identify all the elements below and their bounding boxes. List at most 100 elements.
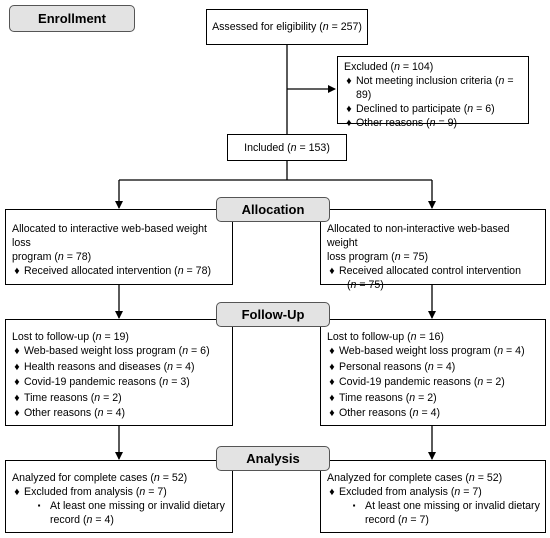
diamond-bullet-icon: ♦ bbox=[346, 117, 352, 129]
analysis-right-sub-cont: record (n = 7) bbox=[327, 513, 541, 527]
alloc-left-line2-suffix: = 78) bbox=[63, 251, 92, 263]
analysis-left-title-suffix: = 52) bbox=[159, 472, 188, 484]
diamond-bullet-icon: ♦ bbox=[329, 265, 335, 277]
follow-right-item-n: n bbox=[409, 391, 416, 404]
follow-right-item-n: n bbox=[497, 345, 504, 357]
stage-allocation-label: Allocation bbox=[241, 202, 305, 217]
analysis-right-excluded: ♦Excluded from analysis (n = 7) bbox=[327, 485, 541, 499]
follow-left-item-label: Web-based weight loss program ( bbox=[24, 345, 183, 357]
alloc-right-line1: Allocated to non-interactive web-based w… bbox=[327, 223, 510, 249]
excluded-box: Excluded (n = 104) ♦Not meeting inclusio… bbox=[337, 56, 529, 129]
diamond-bullet-icon: ♦ bbox=[329, 486, 335, 498]
alloc-right-item-line2-prefix: ( bbox=[347, 279, 351, 291]
analysis-right-sub: ▪At least one missing or invalid dietary bbox=[327, 499, 541, 513]
excluded-item-value: = 9) bbox=[435, 117, 458, 129]
follow-right-item-n: n bbox=[477, 376, 484, 388]
follow-left-title-prefix: Lost to follow-up ( bbox=[12, 331, 96, 343]
follow-right-item-value: = 4) bbox=[503, 345, 525, 357]
alloc-left-line2-prefix: program ( bbox=[12, 251, 58, 263]
diamond-bullet-icon: ♦ bbox=[329, 407, 335, 419]
analysis-left-title: Analyzed for complete cases (n = 52) bbox=[12, 471, 228, 485]
follow-left-item-label: Covid-19 pandemic reasons ( bbox=[24, 376, 163, 388]
excluded-item-n: n bbox=[429, 117, 436, 129]
alloc-left-line2: program (n = 78) bbox=[12, 250, 228, 264]
alloc-left-item-label: Received allocated intervention ( bbox=[24, 265, 178, 277]
excluded-item-inclusion: ♦Not meeting inclusion criteria (n = 89) bbox=[344, 74, 522, 102]
analysis-right-title-prefix: Analyzed for complete cases ( bbox=[327, 472, 469, 484]
follow-right-item-label: Personal reasons ( bbox=[339, 360, 428, 373]
analysis-left-excluded-value: = 7) bbox=[145, 486, 167, 498]
alloc-right-line2-prefix: loss program ( bbox=[327, 251, 395, 263]
excluded-item-declined: ♦Declined to participate (n = 6) bbox=[344, 102, 522, 116]
diamond-bullet-icon: ♦ bbox=[346, 103, 352, 115]
follow-right-item-value: = 4) bbox=[418, 407, 441, 419]
follow-left-item-n: n bbox=[162, 376, 169, 388]
follow-right-item: ♦Covid-19 pandemic reasons (n = 2) bbox=[327, 375, 541, 391]
follow-left-title: Lost to follow-up (n = 19) bbox=[12, 330, 228, 344]
analysis-left-sub: ▪At least one missing or invalid dietary bbox=[12, 499, 228, 513]
diamond-bullet-icon: ♦ bbox=[346, 75, 352, 87]
analysis-left-sub-line2-n: n bbox=[86, 514, 93, 526]
follow-left-item-n: n bbox=[97, 407, 104, 419]
follow-left-item-value: = 4) bbox=[103, 407, 126, 419]
included-suffix: = 153) bbox=[296, 141, 330, 154]
follow-right-box: Lost to follow-up (n = 16) ♦Web-based we… bbox=[320, 319, 546, 426]
follow-left-title-n: n bbox=[95, 331, 102, 343]
alloc-right-item-line2-n: n bbox=[350, 279, 357, 291]
analysis-left-sub-line2-prefix: record ( bbox=[50, 514, 87, 526]
included-prefix: Included ( bbox=[244, 141, 291, 154]
stage-followup: Follow-Up bbox=[216, 302, 330, 327]
analysis-left-sub-line2-suffix: = 4) bbox=[92, 514, 114, 526]
stage-analysis-label: Analysis bbox=[246, 451, 300, 466]
eligibility-prefix: Assessed for eligibility ( bbox=[212, 21, 323, 33]
follow-right-item: ♦Time reasons (n = 2) bbox=[327, 391, 541, 407]
excluded-item-n: n bbox=[498, 75, 505, 87]
follow-right-item-value: = 4) bbox=[433, 360, 456, 373]
alloc-left-item-value: = 78) bbox=[183, 265, 211, 277]
alloc-right-item-line1: Received allocated control intervention bbox=[339, 265, 521, 277]
follow-right-item-n: n bbox=[427, 360, 434, 373]
follow-right-item: ♦ Personal reasons (n = 4) bbox=[327, 360, 541, 376]
square-bullet-icon: ▪ bbox=[37, 501, 41, 510]
diamond-bullet-icon: ♦ bbox=[14, 360, 20, 373]
alloc-right-item: ♦ Received allocated control intervention bbox=[327, 264, 541, 278]
stage-enrollment: Enrollment bbox=[9, 5, 135, 32]
alloc-left-item-n: n bbox=[177, 265, 184, 277]
follow-right-item-label: Covid-19 pandemic reasons ( bbox=[339, 376, 478, 388]
follow-right-item-label: Other reasons ( bbox=[339, 407, 413, 419]
excluded-item-value: = 6) bbox=[473, 103, 495, 115]
follow-right-item-label: Web-based weight loss program ( bbox=[339, 345, 498, 357]
excluded-item-label: Not meeting inclusion criteria ( bbox=[356, 75, 499, 87]
diamond-bullet-icon: ♦ bbox=[14, 345, 20, 357]
analysis-right-excluded-n: n bbox=[454, 486, 461, 498]
diamond-bullet-icon: ♦ bbox=[329, 345, 335, 357]
diamond-bullet-icon: ♦ bbox=[329, 391, 335, 404]
analysis-right-title-suffix: = 52) bbox=[474, 472, 503, 484]
diamond-bullet-icon: ♦ bbox=[329, 360, 335, 373]
follow-left-item-label: Health reasons and diseases ( bbox=[24, 360, 168, 373]
alloc-right-line2-suffix: = 75) bbox=[400, 251, 428, 263]
analysis-right-title: Analyzed for complete cases (n = 52) bbox=[327, 471, 541, 485]
follow-right-title-n: n bbox=[410, 331, 417, 343]
follow-left-item-n: n bbox=[182, 345, 189, 357]
follow-left-item-n: n bbox=[94, 391, 101, 404]
follow-left-item: ♦Covid-19 pandemic reasons (n = 3) bbox=[12, 375, 228, 391]
analysis-right-excluded-value: = 7) bbox=[460, 486, 482, 498]
analysis-left-excluded-label: Excluded from analysis ( bbox=[24, 486, 140, 498]
eligibility-n: n bbox=[322, 21, 329, 33]
analysis-left-excluded-n: n bbox=[139, 486, 146, 498]
follow-left-item-value: = 2) bbox=[100, 391, 122, 404]
follow-right-title-prefix: Lost to follow-up ( bbox=[327, 331, 411, 343]
excluded-title-suffix: = 104) bbox=[399, 61, 434, 73]
follow-left-item-value: = 3) bbox=[168, 376, 190, 388]
follow-right-item-label: Time reasons ( bbox=[339, 391, 410, 404]
follow-left-item: ♦Health reasons and diseases (n = 4) bbox=[12, 360, 228, 376]
follow-left-item-n: n bbox=[167, 360, 174, 373]
follow-right-item: ♦ Web-based weight loss program (n = 4) bbox=[327, 344, 541, 360]
stage-enrollment-label: Enrollment bbox=[38, 11, 106, 26]
excluded-item-other: ♦Other reasons (n = 9) bbox=[344, 116, 522, 130]
diamond-bullet-icon: ♦ bbox=[14, 391, 20, 404]
analysis-left-sub-cont: record (n = 4) bbox=[12, 513, 228, 527]
analysis-left-title-prefix: Analyzed for complete cases ( bbox=[12, 472, 154, 484]
diamond-bullet-icon: ♦ bbox=[14, 486, 20, 498]
